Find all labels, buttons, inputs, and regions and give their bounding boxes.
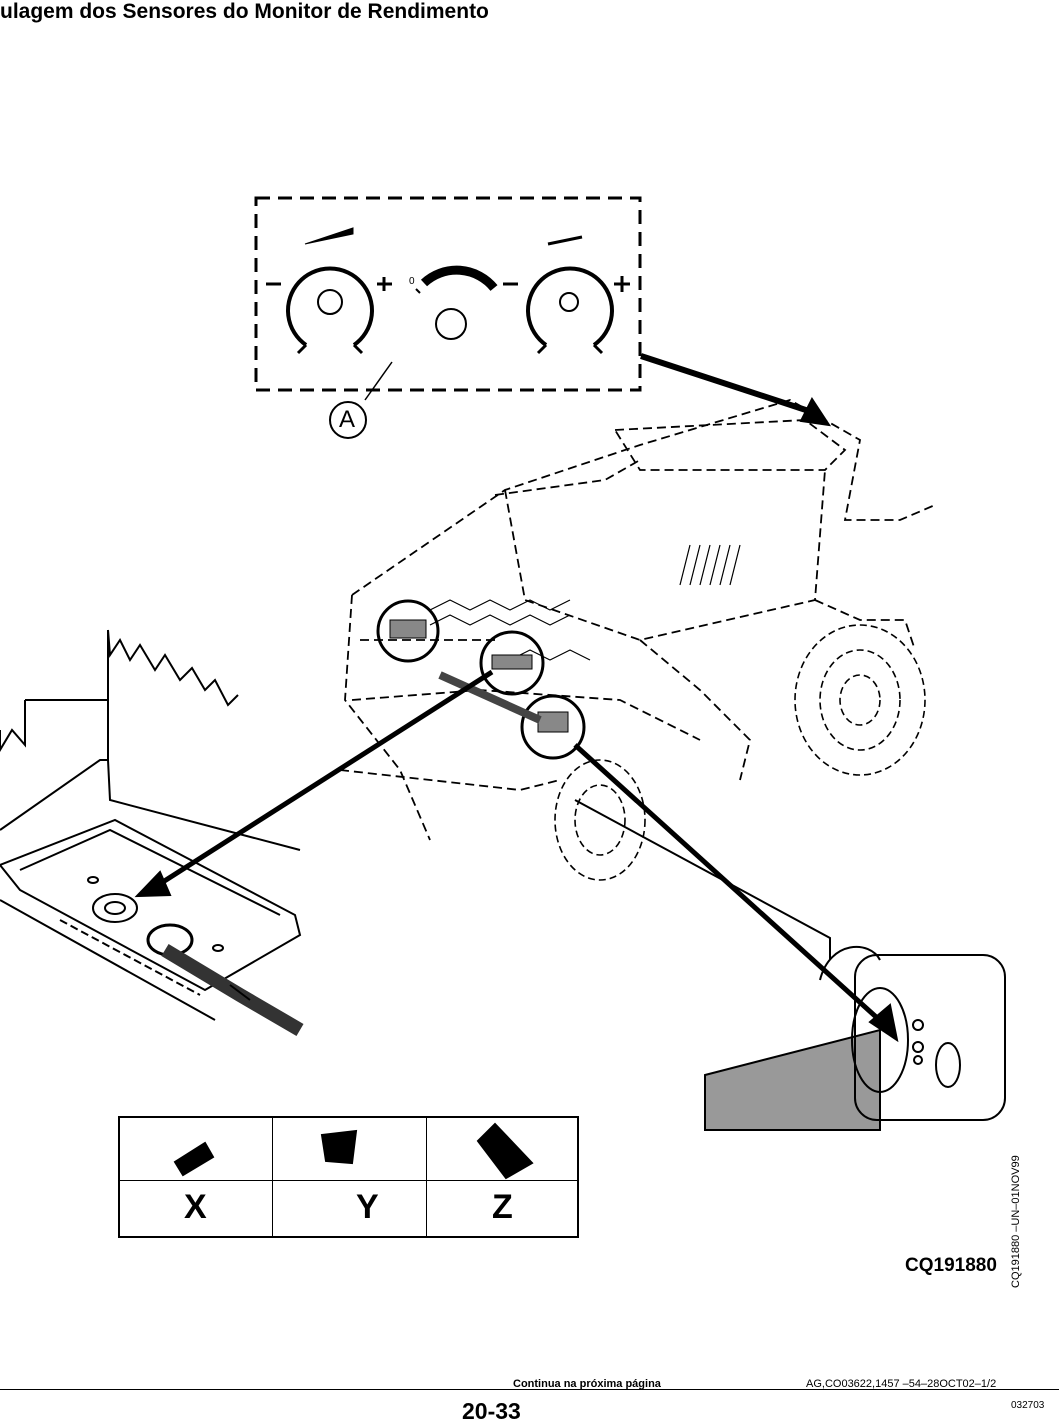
sensor-circle-2 [479,630,545,696]
figure-id: CQ191880 [905,1255,997,1276]
gauge-z-icon [476,1122,534,1180]
gauge-y-icon [320,1129,358,1165]
sensor-circle-1 [376,599,440,663]
continued-note: Continua na próxima página [513,1378,661,1390]
table-label-z: Z [492,1188,513,1226]
control-panel-box [254,196,642,392]
sensor-circle-3 [520,694,586,760]
gauge-x-icon [173,1141,215,1177]
footer-rule [0,1389,1059,1390]
table-label-y: Y [356,1188,379,1226]
elevator-detail [0,629,304,1037]
gauge-table: X Y Z [118,1116,579,1238]
callout-a-circle [329,401,367,439]
reference-code: AG,CO03622,1457 –54–28OCT02–1/2 [806,1378,997,1390]
callout-a-label: A [339,406,356,433]
page-title: ulagem dos Sensores do Monitor de Rendim… [0,0,489,23]
zero-label: 0 [409,276,415,287]
left-knob [286,227,374,355]
page-number: 20-33 [462,1398,521,1424]
cab-grille [429,544,741,661]
table-label-x: X [184,1188,207,1226]
date-code: 032703 [1011,1400,1045,1411]
side-code: CQ191880 –UN–01NOV99 [1010,1155,1022,1288]
center-gauge [415,265,498,340]
rear-wheel [794,624,926,776]
right-knob [526,235,614,355]
front-wheel [554,759,646,881]
sensor-housing-detail [574,799,1006,1131]
